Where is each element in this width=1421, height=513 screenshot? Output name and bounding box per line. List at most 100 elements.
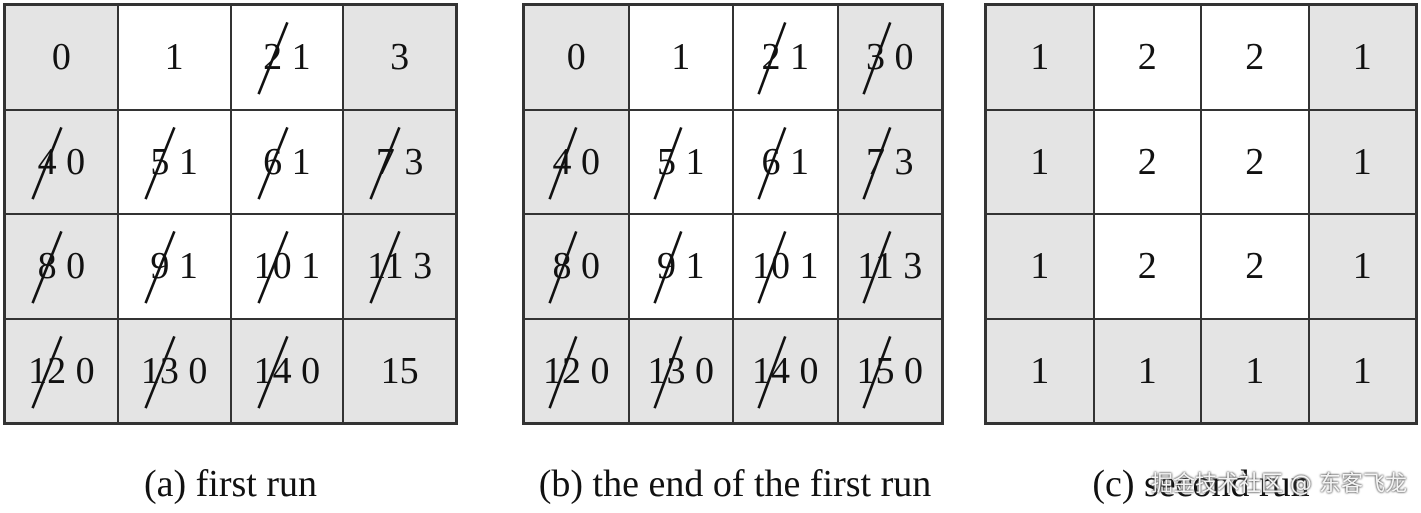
- grid-cell: 14 0: [733, 318, 838, 423]
- cell-label: 14 0: [253, 349, 321, 392]
- cell-label: 2: [1245, 245, 1265, 288]
- cell-label: 3: [390, 36, 410, 79]
- grid-cell: 1: [1308, 318, 1416, 423]
- grid-cell: 9 1: [117, 214, 231, 319]
- caption-panel-b: (b) the end of the first run: [538, 463, 932, 505]
- cell-label: 6 1: [263, 140, 311, 183]
- cell-label: 15 0: [856, 349, 924, 392]
- cell-label: 2 1: [761, 36, 810, 79]
- cell-label: 10 1: [752, 245, 819, 288]
- cell-label: 2: [1137, 245, 1157, 288]
- grid-cell: 1: [1308, 109, 1416, 214]
- grid-cell: 13 0: [117, 318, 231, 423]
- grid-cell: 2: [1201, 214, 1309, 319]
- grid-cell: 4 0: [5, 109, 118, 214]
- cell-label: 8 0: [552, 245, 601, 288]
- grid-cell: 1: [986, 318, 1094, 423]
- grid-cell: 2: [1201, 5, 1309, 110]
- grid-cell: 8 0: [5, 214, 118, 319]
- grid-cell: 3 0: [837, 5, 942, 110]
- cell-label: 15: [380, 349, 419, 392]
- grid-cell: 14 0: [230, 318, 344, 423]
- cell-label: 1: [671, 36, 691, 79]
- cell-label: 11 3: [857, 245, 923, 288]
- grid-cell: 1: [986, 214, 1094, 319]
- cell-label: 12 0: [28, 349, 95, 392]
- grid-cell: 2: [1201, 109, 1309, 214]
- cell-label: 1: [1352, 349, 1372, 392]
- grid-cell: 15 0: [837, 318, 942, 423]
- cell-label: 14 0: [752, 349, 819, 392]
- grid-cell: 9 1: [628, 214, 733, 319]
- grid-cell: 1: [1093, 318, 1201, 423]
- caption-panel-c: (c) second run: [1092, 463, 1310, 505]
- grid-cell: 2: [1093, 5, 1201, 110]
- cell-label: 7 3: [866, 140, 914, 183]
- cell-label: 2: [1137, 140, 1157, 183]
- grid-cell: 3: [343, 5, 456, 110]
- grid-cell: 5 1: [117, 109, 231, 214]
- grid-cell: 1: [986, 5, 1094, 110]
- cell-label: 1: [1030, 36, 1050, 79]
- grid-cell: 5 1: [628, 109, 733, 214]
- cell-label: 0: [51, 36, 71, 79]
- grid-cell: 2: [1093, 109, 1201, 214]
- cell-label: 1: [1352, 140, 1372, 183]
- grid-cell: 7 3: [837, 109, 942, 214]
- cell-label: 13 0: [647, 349, 715, 392]
- cell-label: 8 0: [37, 245, 86, 288]
- cell-label: 1: [1137, 349, 1157, 392]
- grid-cell: 1: [1308, 214, 1416, 319]
- cell-label: 2: [1245, 36, 1265, 79]
- grid-cell: 1: [1308, 5, 1416, 110]
- grid-cell: 2 1: [230, 5, 344, 110]
- cell-label: 9 1: [150, 245, 198, 288]
- grid-cell: 1: [628, 5, 733, 110]
- caption-panel-a: (a) first run: [143, 463, 318, 505]
- grid-cell: 12 0: [524, 318, 629, 423]
- cell-label: 6 1: [761, 140, 810, 183]
- cell-label: 1: [1030, 245, 1050, 288]
- cell-label: 11 3: [367, 245, 433, 288]
- cell-label: 2: [1245, 140, 1265, 183]
- grid-cell: 7 3: [343, 109, 456, 214]
- cell-label: 5 1: [657, 140, 705, 183]
- cell-label: 1: [1030, 349, 1050, 392]
- cell-label: 9 1: [657, 245, 705, 288]
- cell-label: 4 0: [37, 140, 86, 183]
- cell-label: 10 1: [253, 245, 321, 288]
- grid-cell: 13 0: [628, 318, 733, 423]
- cell-label: 1: [1245, 349, 1265, 392]
- grid-cell: 2: [1093, 214, 1201, 319]
- grid-cell: 0: [524, 5, 629, 110]
- cell-label: 7 3: [375, 140, 424, 183]
- grid-cell: 8 0: [524, 214, 629, 319]
- grid-cell: 12 0: [5, 318, 118, 423]
- grid-panel-a: 0 1 2 1 3 4 0 5 1 6 1 7 3 8 0 9 1 10 1 11 3 12 0 13 0…: [3, 3, 458, 425]
- grid-panel-b: 0 1 2 1 3 0 4 0 5 1 6 1 7 3 8 0 9 1 10 1 11 3 12 0 13…: [522, 3, 944, 425]
- cell-label: 4 0: [552, 140, 601, 183]
- grid-cell: 11 3: [837, 214, 942, 319]
- cell-label: 1: [164, 36, 184, 79]
- cell-label: 2: [1137, 36, 1157, 79]
- grid-cell: 6 1: [733, 109, 838, 214]
- grid-cell: 10 1: [230, 214, 344, 319]
- grid-cell: 6 1: [230, 109, 344, 214]
- cell-label: 13 0: [140, 349, 208, 392]
- grid-cell: 1: [1201, 318, 1309, 423]
- cell-label: 3 0: [866, 36, 914, 79]
- grid-cell: 2 1: [733, 5, 838, 110]
- watermark: 掘金技术社区 @ 东客飞龙: [1151, 472, 1407, 497]
- grid-cell: 10 1: [733, 214, 838, 319]
- cell-label: 1: [1352, 245, 1372, 288]
- cell-label: 0: [566, 36, 586, 79]
- cell-label: 12 0: [543, 349, 610, 392]
- grid-cell: 1: [117, 5, 231, 110]
- cell-label: 1: [1030, 140, 1050, 183]
- grid-cell: 4 0: [524, 109, 629, 214]
- grid-cell: 11 3: [343, 214, 456, 319]
- grid-cell: 0: [5, 5, 118, 110]
- grid-cell: 15: [343, 318, 456, 423]
- cell-label: 2 1: [263, 36, 311, 79]
